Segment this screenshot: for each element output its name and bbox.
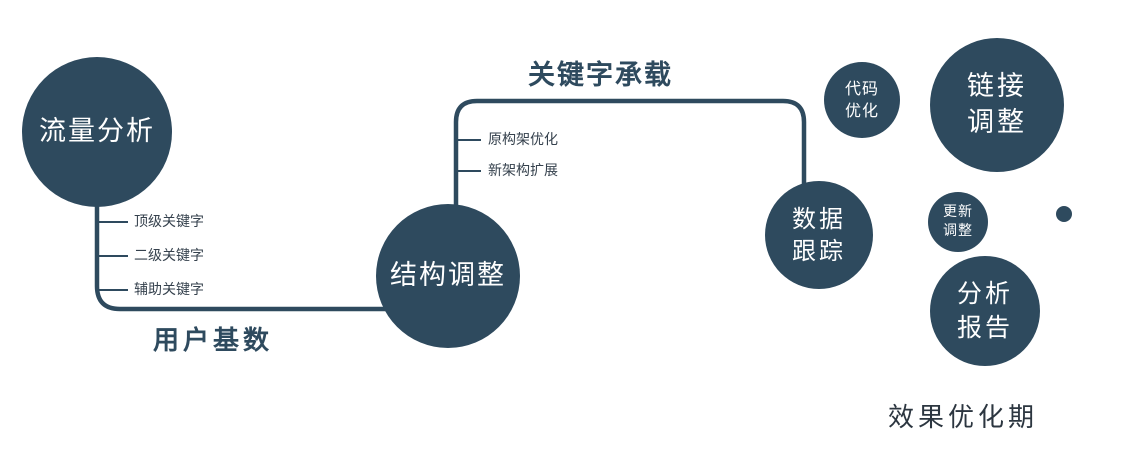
edge-label-user-base: 用户基数	[153, 326, 274, 356]
connector-left-branch-ticks	[97, 221, 128, 291]
node-traffic-analysis: 流量分析	[22, 57, 172, 207]
connector-keyword-path	[453, 98, 807, 208]
node-update-adjustment: 更新 调整	[928, 192, 988, 252]
node-code-optimization-label: 代码 优化	[844, 79, 879, 120]
node-analysis-report-label: 分析 报告	[956, 279, 1013, 342]
edge-label-keyword-carrying: 关键字承载	[528, 60, 673, 91]
branch-label-top-keywords: 顶级关键字	[134, 214, 204, 230]
branch-label-auxiliary-keywords: 辅助关键字	[134, 282, 204, 298]
node-analysis-report: 分析 报告	[930, 256, 1040, 366]
footer-phase-label: 效果优化期	[888, 403, 1039, 433]
node-data-tracking: 数据 跟踪	[765, 181, 873, 289]
dot-marker	[1056, 206, 1072, 222]
node-update-adjustment-label: 更新 调整	[943, 204, 973, 239]
branch-label-secondary-keywords: 二级关键字	[134, 248, 204, 264]
node-link-adjustment-label: 链接 调整	[967, 70, 1027, 138]
branch-label-new-architecture: 新架构扩展	[488, 163, 558, 179]
node-traffic-analysis-label: 流量分析	[39, 115, 155, 147]
node-code-optimization: 代码 优化	[824, 62, 900, 138]
node-link-adjustment: 链接 调整	[930, 38, 1064, 172]
connector-user-base-path	[94, 203, 398, 312]
connector-middle-branch-ticks	[456, 139, 481, 172]
node-data-tracking-label: 数据 跟踪	[792, 204, 846, 265]
branch-label-original-architecture: 原构架优化	[488, 132, 558, 148]
node-structure-adjustment: 结构调整	[376, 204, 520, 348]
node-structure-adjustment-label: 结构调整	[390, 259, 506, 291]
